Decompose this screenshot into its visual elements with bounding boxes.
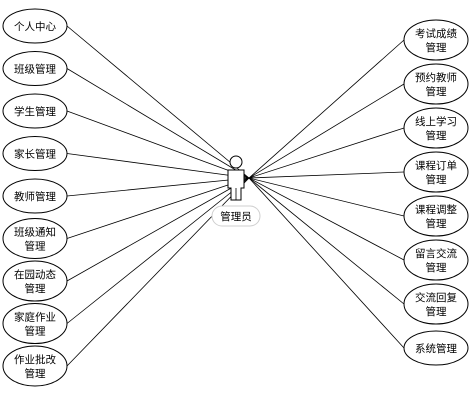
left-use-case-ellipse xyxy=(2,303,68,344)
left-use-case-ellipse xyxy=(2,218,68,259)
right-use-case-8[interactable]: 系统管理 xyxy=(403,330,469,366)
association-lines xyxy=(66,25,405,367)
right-use-case-label: 管理 xyxy=(426,41,447,54)
right-use-case-label: 管理 xyxy=(426,217,447,230)
left-use-case-label: 管理 xyxy=(25,282,46,295)
left-use-case-4[interactable]: 家长管理 xyxy=(2,136,68,171)
left-use-case-2[interactable]: 班级管理 xyxy=(2,51,68,86)
left-use-case-label: 班级通知 xyxy=(14,226,56,239)
association-line xyxy=(66,153,250,179)
right-use-case-ellipse xyxy=(403,151,469,193)
left-use-case-label: 管理 xyxy=(25,325,46,338)
right-use-case-label: 留言交流 xyxy=(415,247,457,260)
left-use-case-3[interactable]: 学生管理 xyxy=(2,93,68,129)
left-use-case-ellipse xyxy=(2,51,68,86)
right-use-case-label: 考试成绩 xyxy=(415,27,457,40)
right-use-case-label: 课程订单 xyxy=(415,160,457,172)
right-use-case-ellipse xyxy=(403,195,469,237)
association-line xyxy=(248,39,405,179)
left-use-case-ellipse xyxy=(2,93,68,129)
right-use-case-ellipse xyxy=(403,107,469,149)
right-use-case-label: 管理 xyxy=(426,305,447,318)
association-line xyxy=(248,171,405,179)
left-use-case-ellipse xyxy=(2,345,68,387)
right-use-case-label: 预约教师 xyxy=(415,71,457,84)
left-use-case-label: 教师管理 xyxy=(14,190,56,203)
right-use-case-label: 管理 xyxy=(426,261,447,274)
association-line xyxy=(248,177,405,217)
association-line xyxy=(248,83,405,179)
association-line xyxy=(248,177,405,349)
actor-name: 管理员 xyxy=(220,210,252,223)
association-line xyxy=(66,177,250,324)
association-line xyxy=(248,177,405,305)
left-use-case-label: 家庭作业 xyxy=(14,311,56,324)
right-use-cases: 考试成绩管理预约教师管理线上学习管理课程订单管理课程调整管理留言交流管理交流回复… xyxy=(403,19,469,366)
left-use-case-5[interactable]: 教师管理 xyxy=(2,178,68,214)
association-line xyxy=(66,177,250,239)
association-line xyxy=(248,127,405,179)
right-use-case-label: 交流回复 xyxy=(415,291,457,304)
right-use-case-label: 管理 xyxy=(426,85,447,98)
association-line xyxy=(66,110,250,179)
left-use-cases: 个人中心班级管理学生管理家长管理教师管理班级通知管理在园动态管理家庭作业管理作业… xyxy=(2,8,68,387)
left-use-case-1[interactable]: 个人中心 xyxy=(2,8,68,44)
left-use-case-label: 在园动态 xyxy=(14,268,56,281)
left-use-case-label: 个人中心 xyxy=(14,20,56,33)
left-use-case-ellipse xyxy=(2,136,68,171)
right-use-case-ellipse xyxy=(403,239,469,281)
actor-label-box xyxy=(211,205,261,227)
association-line xyxy=(66,25,250,179)
left-use-case-label: 班级管理 xyxy=(14,63,56,76)
right-use-case-label: 线上学习 xyxy=(415,115,457,128)
left-use-case-label: 作业批改 xyxy=(14,353,56,366)
right-use-case-label: 课程调整 xyxy=(415,203,457,216)
association-line xyxy=(66,68,250,179)
right-use-case-label: 管理 xyxy=(426,173,447,186)
left-use-case-ellipse xyxy=(2,178,68,214)
left-use-case-ellipse xyxy=(2,260,68,302)
right-use-case-ellipse xyxy=(403,63,469,105)
right-use-case-label: 系统管理 xyxy=(415,342,457,355)
right-use-case-label: 管理 xyxy=(426,129,447,142)
association-line xyxy=(66,177,250,282)
person-icon xyxy=(227,155,245,201)
left-use-case-label: 管理 xyxy=(25,367,46,380)
left-use-case-label: 管理 xyxy=(25,240,46,253)
left-use-case-label: 学生管理 xyxy=(14,105,56,118)
left-use-case-ellipse xyxy=(2,8,68,44)
left-use-case-label: 家长管理 xyxy=(14,148,56,161)
actor-admin[interactable]: 管理员 xyxy=(211,155,261,227)
right-use-case-ellipse xyxy=(403,19,469,61)
right-use-case-ellipse xyxy=(403,283,469,325)
association-line xyxy=(248,177,405,261)
right-use-case-ellipse xyxy=(403,330,469,366)
association-line xyxy=(66,177,250,197)
